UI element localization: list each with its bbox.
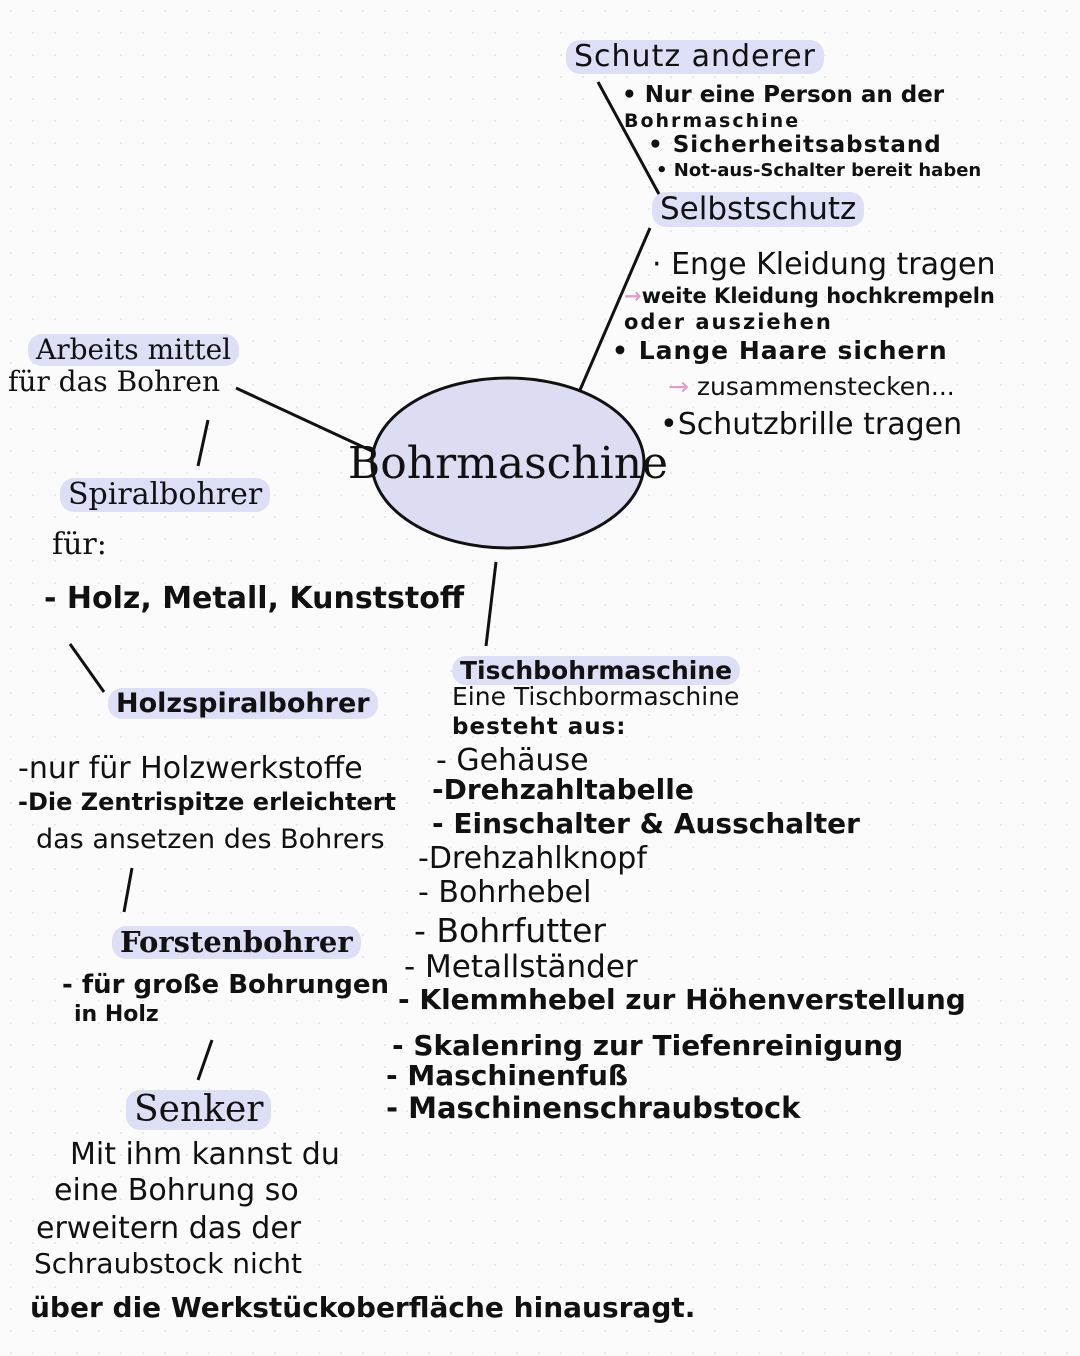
selbstschutz-title: Selbstschutz <box>652 192 865 227</box>
forsten-item-1: - für große Bohrungen <box>62 970 390 1000</box>
center-title: Bohrmaschine <box>347 437 669 489</box>
senker-line-2: eine Bohrung so <box>54 1173 299 1208</box>
senker-line-5: über die Werkstückoberfläche hinausragt. <box>30 1291 696 1324</box>
senker-title: Senker <box>126 1090 272 1130</box>
holzspiral-item-2: -Die Zentrispitze erleichtert <box>18 788 397 816</box>
tisch-item-2: -Drehzahltabelle <box>432 773 694 806</box>
center-label: Bohrmaschine <box>348 378 668 548</box>
tisch-title: Tischbohrmaschine <box>452 656 741 685</box>
forsten-title: Forstenbohrer <box>112 926 361 959</box>
spiralbohrer-title: Spiralbohrer <box>60 478 271 512</box>
schutz-anderer-title: Schutz anderer <box>566 40 824 74</box>
connector-forsten <box>122 867 134 913</box>
spiralbohrer-sub: für: <box>52 527 107 562</box>
center-node <box>370 376 646 550</box>
tisch-item-5: - Bohrhebel <box>418 875 592 910</box>
tisch-item-9: - Skalenring zur Tiefenreinigung <box>392 1029 904 1062</box>
selbstschutz-item-2a: → zusammenstecken... <box>668 372 955 401</box>
connector-spiralbohrer <box>196 419 210 467</box>
tisch-item-7: - Metallständer <box>404 949 638 985</box>
tisch-item-11: - Maschinenschraubstock <box>386 1091 801 1125</box>
tisch-item-3: - Einschalter & Ausschalter <box>432 807 860 840</box>
arrow-icon: → <box>668 372 689 401</box>
tisch-item-10: - Maschinenfuß <box>386 1059 629 1092</box>
spiralbohrer-item: - Holz, Metall, Kunststoff <box>44 581 465 616</box>
schutz-anderer-item-1b: Bohrmaschine <box>624 110 801 132</box>
tisch-item-8: - Klemmhebel zur Höhenverstellung <box>398 983 966 1016</box>
connector-schutz-anderer <box>596 81 662 197</box>
arrow-icon: → <box>624 284 642 308</box>
connector-selbstschutz <box>578 227 652 391</box>
holzspiral-item-3: das ansetzen des Bohrers <box>36 824 385 855</box>
connector-arbeitsmittel <box>235 386 375 454</box>
schutz-anderer-item-2: • Sicherheitsabstand <box>648 132 942 158</box>
connector-holzspiral <box>68 643 106 693</box>
holzspiral-item-1: -nur für Holzwerkstoffe <box>18 751 363 786</box>
arbeitsmittel-title-2: für das Bohren <box>8 365 221 398</box>
schutz-anderer-item-3: • Not-aus-Schalter bereit haben <box>656 160 982 181</box>
senker-line-3: erweitern das der <box>36 1211 302 1246</box>
selbstschutz-item-2: • Lange Haare sichern <box>612 336 948 365</box>
connector-senker <box>196 1039 214 1081</box>
selbstschutz-item-1a: →weite Kleidung hochkrempeln <box>624 284 995 308</box>
holzspiral-title: Holzspiralbohrer <box>108 688 378 719</box>
selbstschutz-item-1b: oder ausziehen <box>624 310 833 334</box>
schutz-anderer-item-1: • Nur eine Person an der <box>622 82 945 108</box>
arbeitsmittel-title-1: Arbeits mittel <box>28 334 240 366</box>
connector-tisch <box>484 561 498 647</box>
senker-line-1: Mit ihm kannst du <box>70 1137 340 1172</box>
tisch-intro-2: besteht aus: <box>452 714 627 740</box>
selbstschutz-item-3: •Schutzbrille tragen <box>660 407 963 442</box>
selbstschutz-item-1: · Enge Kleidung tragen <box>652 247 996 282</box>
tisch-item-6: - Bohrfutter <box>414 911 606 950</box>
tisch-intro-1: Eine Tischbormaschine <box>452 682 740 711</box>
tisch-item-1: - Gehäuse <box>436 743 589 778</box>
tisch-item-4: -Drehzahlknopf <box>418 841 647 876</box>
forsten-item-2: in Holz <box>74 1002 159 1027</box>
senker-line-4: Schraubstock nicht <box>34 1247 302 1280</box>
